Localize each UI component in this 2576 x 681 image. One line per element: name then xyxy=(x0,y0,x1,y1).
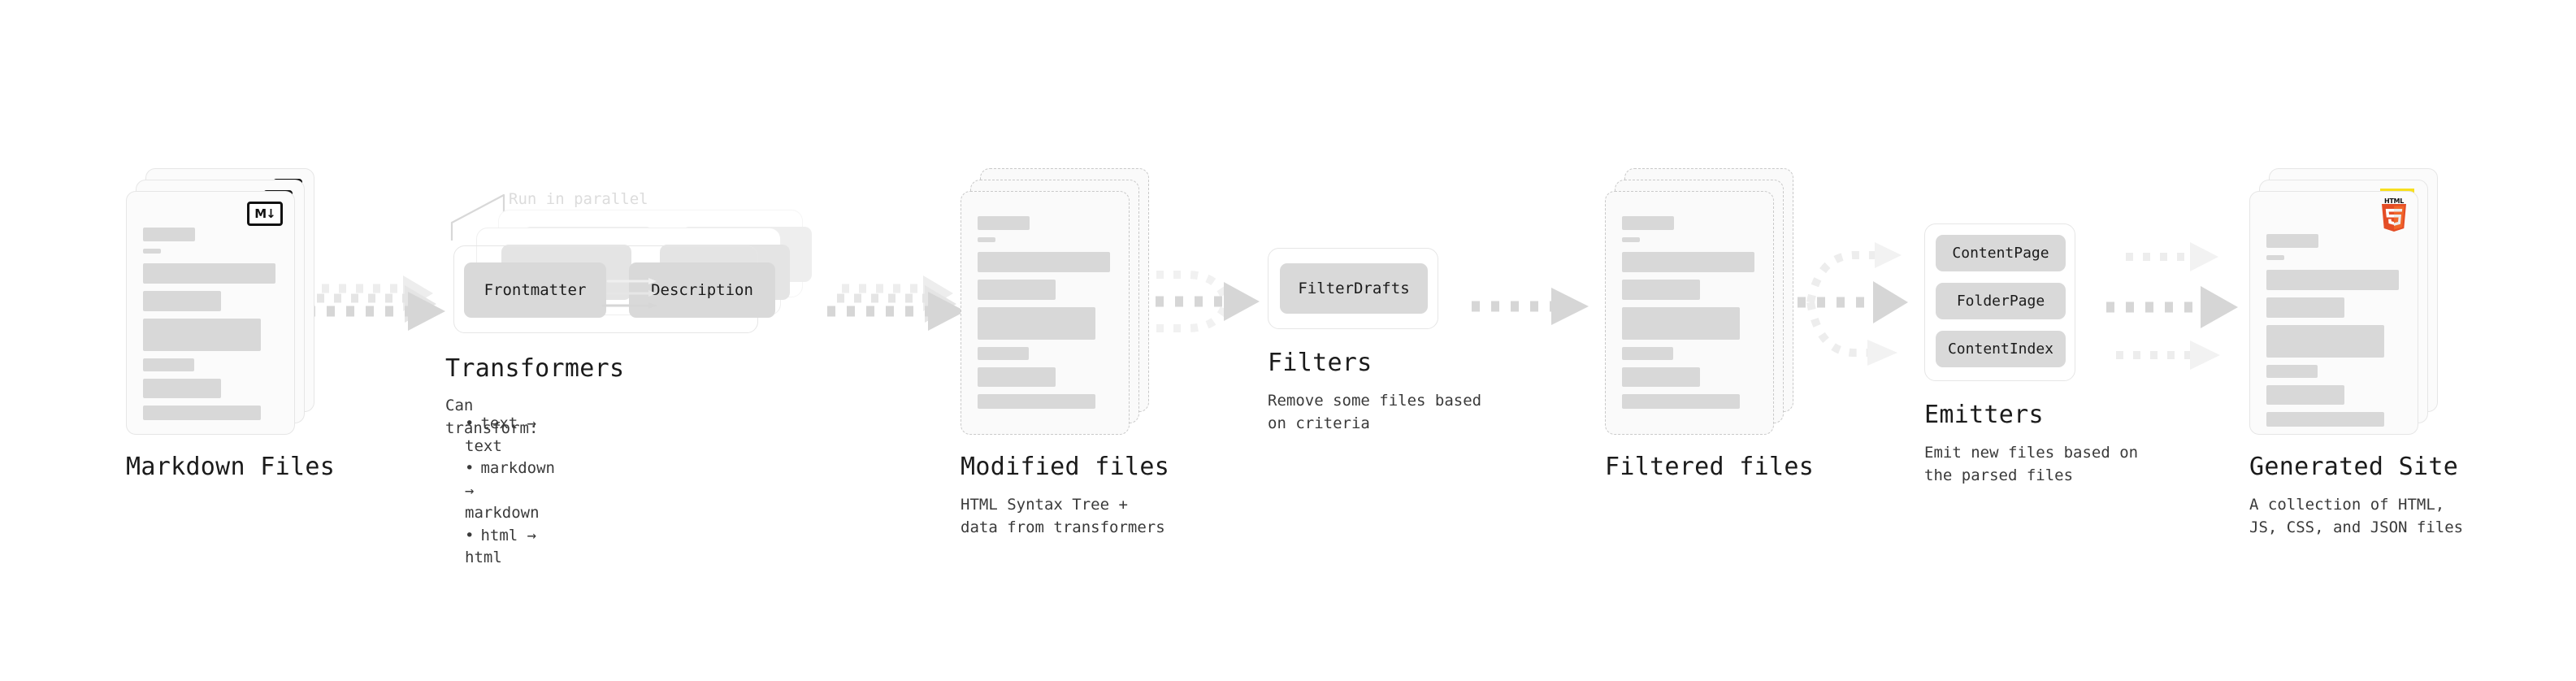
connector-modified-to-filters xyxy=(1128,258,1266,352)
generated-site-subtitle: A collection of HTML, JS, CSS, and JSON … xyxy=(2249,496,2464,536)
parallel-arrows-icon xyxy=(827,275,965,331)
skeleton-bar xyxy=(143,291,221,311)
stage-title-generated-site: Generated Site xyxy=(2249,453,2459,481)
run-in-parallel-bracket-icon xyxy=(450,193,505,241)
skeleton-bar xyxy=(1622,280,1700,300)
file-skeleton-body xyxy=(978,216,1116,416)
file-skeleton-body xyxy=(2266,234,2405,434)
html5-icon: HTML xyxy=(2380,197,2408,232)
transformers-subtitle: Can transform: xyxy=(445,397,539,437)
skeleton-bar xyxy=(2266,385,2344,405)
skeleton-bar xyxy=(1622,347,1673,360)
split-arrows-icon xyxy=(1778,242,1908,366)
stage-filters: FilterDrafts Filters Remove some files b… xyxy=(1268,248,1481,435)
skeleton-bar xyxy=(2266,270,2399,290)
modified-file-stack xyxy=(961,168,1149,435)
connector-emitters-to-site xyxy=(2098,229,2253,371)
stage-emitters: ContentPage FolderPage ContentIndex Emit… xyxy=(1924,223,2138,487)
file-card-front xyxy=(1605,191,1774,435)
skeleton-bar xyxy=(978,237,995,242)
filter-chip-filterdrafts[interactable]: FilterDrafts xyxy=(1280,263,1428,314)
file-card-front: HTML xyxy=(2249,191,2418,435)
skeleton-bar xyxy=(978,307,1095,340)
skeleton-bar xyxy=(978,280,1056,300)
merge-arrows-icon xyxy=(1136,271,1260,332)
file-card-front xyxy=(961,191,1130,435)
stage-modified-files: Modified files HTML Syntax Tree + data f… xyxy=(961,168,1170,539)
connector-filtered-to-emitters xyxy=(1772,236,1922,370)
skeleton-bar xyxy=(143,249,161,254)
skeleton-bar xyxy=(143,406,261,420)
transformer-box-front: Frontmatter Description xyxy=(453,245,775,333)
stage-filtered-files: Filtered files xyxy=(1605,168,1815,481)
stage-title-modified-files: Modified files xyxy=(961,453,1170,481)
skeleton-bar xyxy=(978,394,1095,409)
stage-title-transformers: Transformers xyxy=(445,354,625,383)
stage-generated-site: CSS HTML xyxy=(2249,168,2464,539)
skeleton-bar xyxy=(143,319,261,351)
skeleton-bar xyxy=(2266,365,2318,378)
list-item: •text → text xyxy=(465,414,537,455)
skeleton-bar xyxy=(978,347,1029,360)
connector-md-to-transformers xyxy=(301,272,451,349)
skeleton-bar xyxy=(2266,255,2284,260)
single-arrow-icon xyxy=(1472,288,1589,325)
skeleton-bar xyxy=(978,216,1030,230)
skeleton-bar xyxy=(2266,325,2384,358)
skeleton-bar xyxy=(978,252,1110,272)
stage-title-filters: Filters xyxy=(1268,349,1373,377)
transformer-internal-arrows-icon xyxy=(601,278,657,309)
run-in-parallel-label: Run in parallel xyxy=(509,190,648,208)
skeleton-bar xyxy=(978,367,1056,387)
stage-title-markdown-files: Markdown Files xyxy=(126,453,336,481)
skeleton-bar xyxy=(2266,412,2384,427)
parallel-arrows-icon xyxy=(307,275,445,331)
generated-file-stack: CSS HTML xyxy=(2249,168,2438,435)
emitters-box: ContentPage FolderPage ContentIndex xyxy=(1924,223,2075,381)
markdown-file-stack: M↓ M↓ M↓ xyxy=(126,168,314,435)
markdown-icon: M↓ xyxy=(247,202,283,226)
stage-title-filtered-files: Filtered files xyxy=(1605,453,1815,481)
connector-transformers-to-modified xyxy=(821,272,971,349)
filters-subtitle: Remove some files based on criteria xyxy=(1268,392,1482,432)
skeleton-bar xyxy=(1622,307,1740,340)
filtered-file-stack xyxy=(1605,168,1793,435)
list-item: •html → html xyxy=(465,526,537,567)
emitters-subtitle: Emit new files based on the parsed files xyxy=(1924,444,2139,484)
stage-markdown-files: M↓ M↓ M↓ xyxy=(126,168,336,481)
skeleton-bar xyxy=(143,263,275,284)
skeleton-bar xyxy=(2266,234,2318,248)
stage-title-emitters: Emitters xyxy=(1924,401,2044,429)
file-skeleton-body xyxy=(1622,216,1760,416)
transformer-chip-frontmatter[interactable]: Frontmatter xyxy=(464,262,606,318)
modified-files-subtitle: HTML Syntax Tree + data from transformer… xyxy=(961,496,1165,536)
skeleton-bar xyxy=(143,358,194,371)
file-skeleton-body xyxy=(143,228,281,427)
skeleton-bar xyxy=(143,228,195,241)
list-item: •markdown → markdown xyxy=(465,459,555,523)
skeleton-bar xyxy=(1622,394,1740,409)
emitter-chip-contentindex[interactable]: ContentIndex xyxy=(1936,331,2066,367)
transformer-chip-description[interactable]: Description xyxy=(629,262,775,318)
transformers-bullet-list: •text → text •markdown → markdown •html … xyxy=(445,413,555,570)
skeleton-bar xyxy=(1622,252,1754,272)
skeleton-bar xyxy=(2266,297,2344,318)
skeleton-bar xyxy=(1622,367,1700,387)
skeleton-bar xyxy=(143,379,221,398)
emitter-chip-folderpage[interactable]: FolderPage xyxy=(1936,283,2066,319)
skeleton-bar xyxy=(1622,237,1640,242)
emitter-chip-contentpage[interactable]: ContentPage xyxy=(1936,235,2066,271)
triple-arrows-icon xyxy=(2106,242,2238,370)
skeleton-bar xyxy=(1622,216,1674,230)
filters-box: FilterDrafts xyxy=(1268,248,1438,329)
connector-filters-to-filtered xyxy=(1467,286,1597,332)
file-card-front: M↓ xyxy=(126,191,295,435)
